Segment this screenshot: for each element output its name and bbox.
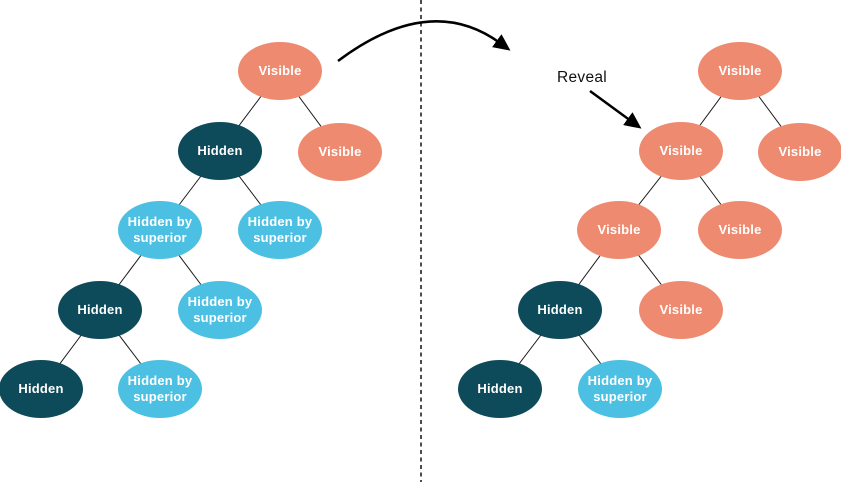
right-node-visible: Visible: [639, 281, 723, 339]
right-node-visible: Visible: [758, 123, 841, 181]
right-node-hidden-by-superior: Hidden by superior: [578, 360, 662, 418]
left-node-hidden: Hidden: [178, 122, 262, 180]
right-node-visible: Visible: [577, 201, 661, 259]
right-node-root-visible: Visible: [698, 42, 782, 100]
left-node-visible: Visible: [298, 123, 382, 181]
left-node-root-visible: Visible: [238, 42, 322, 100]
left-node-hidden: Hidden: [58, 281, 142, 339]
left-node-hidden-by-superior: Hidden by superior: [178, 281, 262, 339]
right-node-revealed-visible: Visible: [639, 122, 723, 180]
right-node-hidden: Hidden: [518, 281, 602, 339]
left-node-hidden-by-superior: Hidden by superior: [118, 201, 202, 259]
left-node-hidden: Hidden: [0, 360, 83, 418]
left-node-hidden-by-superior: Hidden by superior: [238, 201, 322, 259]
reveal-label: Reveal: [557, 69, 608, 86]
left-node-hidden-by-superior: Hidden by superior: [118, 360, 202, 418]
before-after-transition-arrow: [337, 20, 511, 63]
right-node-hidden: Hidden: [458, 360, 542, 418]
right-node-visible: Visible: [698, 201, 782, 259]
reveal-arrow: [589, 89, 642, 129]
